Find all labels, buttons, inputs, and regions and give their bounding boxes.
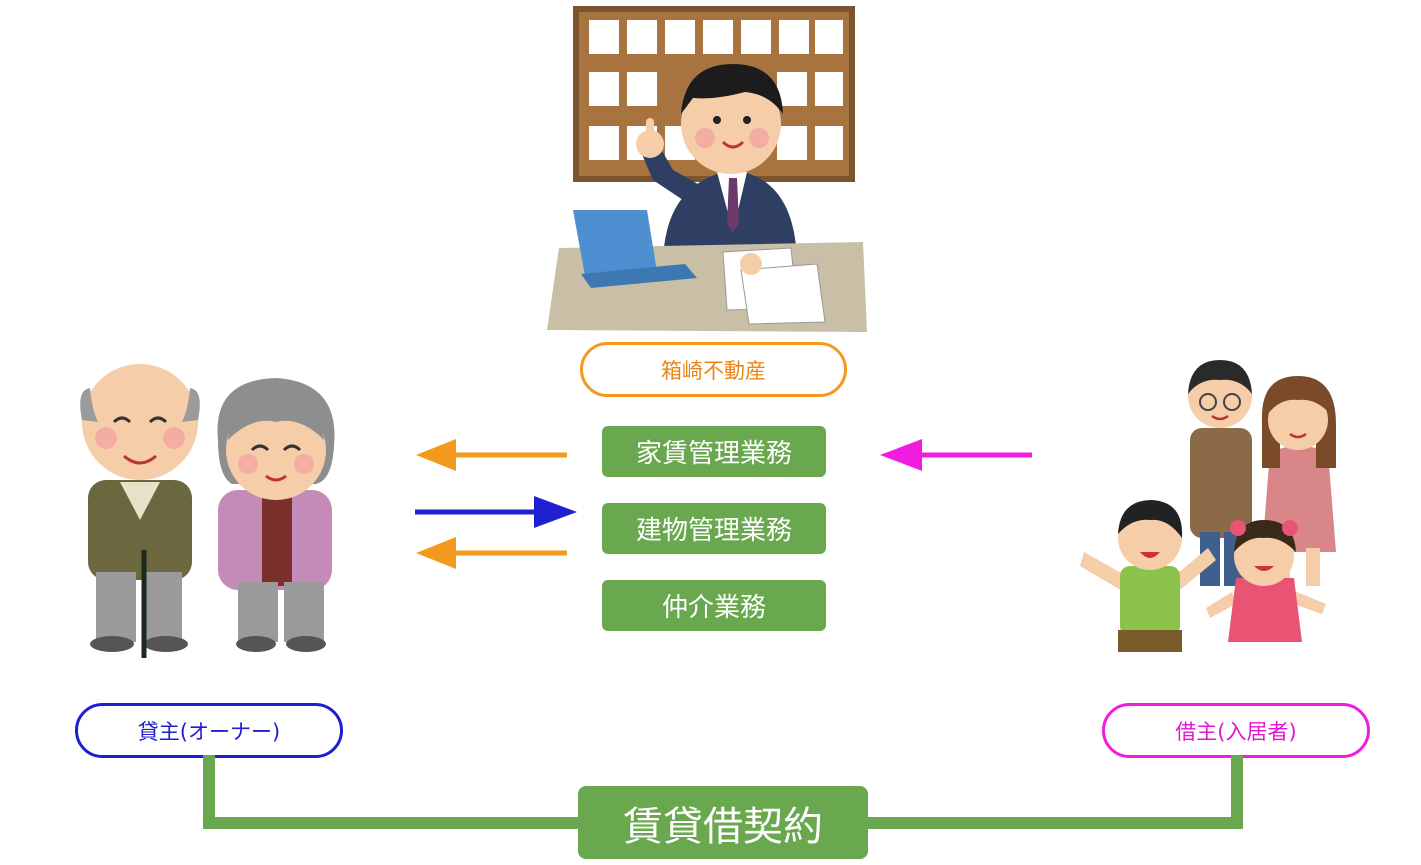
blue-arrow-owner-to-building: [415, 496, 577, 528]
family-illustration: [1080, 360, 1336, 652]
elderly-couple-illustration: [80, 364, 335, 658]
contract-connector-line: [203, 755, 1243, 829]
service-building-management: 建物管理業務: [602, 503, 826, 554]
agent-at-desk-illustration: [547, 6, 867, 332]
landlord-label: 貸主(オーナー): [75, 703, 343, 758]
agency-name-label: 箱崎不動産: [580, 342, 847, 397]
orange-arrow-rent-to-owner: [416, 439, 567, 471]
orange-arrow-building-to-owner: [416, 537, 567, 569]
service-rent-management: 家賃管理業務: [602, 426, 826, 477]
lease-contract-label: 賃貸借契約: [578, 786, 868, 859]
magenta-arrow-tenant-to-rent: [880, 439, 1032, 471]
service-brokerage: 仲介業務: [602, 580, 826, 631]
tenant-label: 借主(入居者): [1102, 703, 1370, 758]
